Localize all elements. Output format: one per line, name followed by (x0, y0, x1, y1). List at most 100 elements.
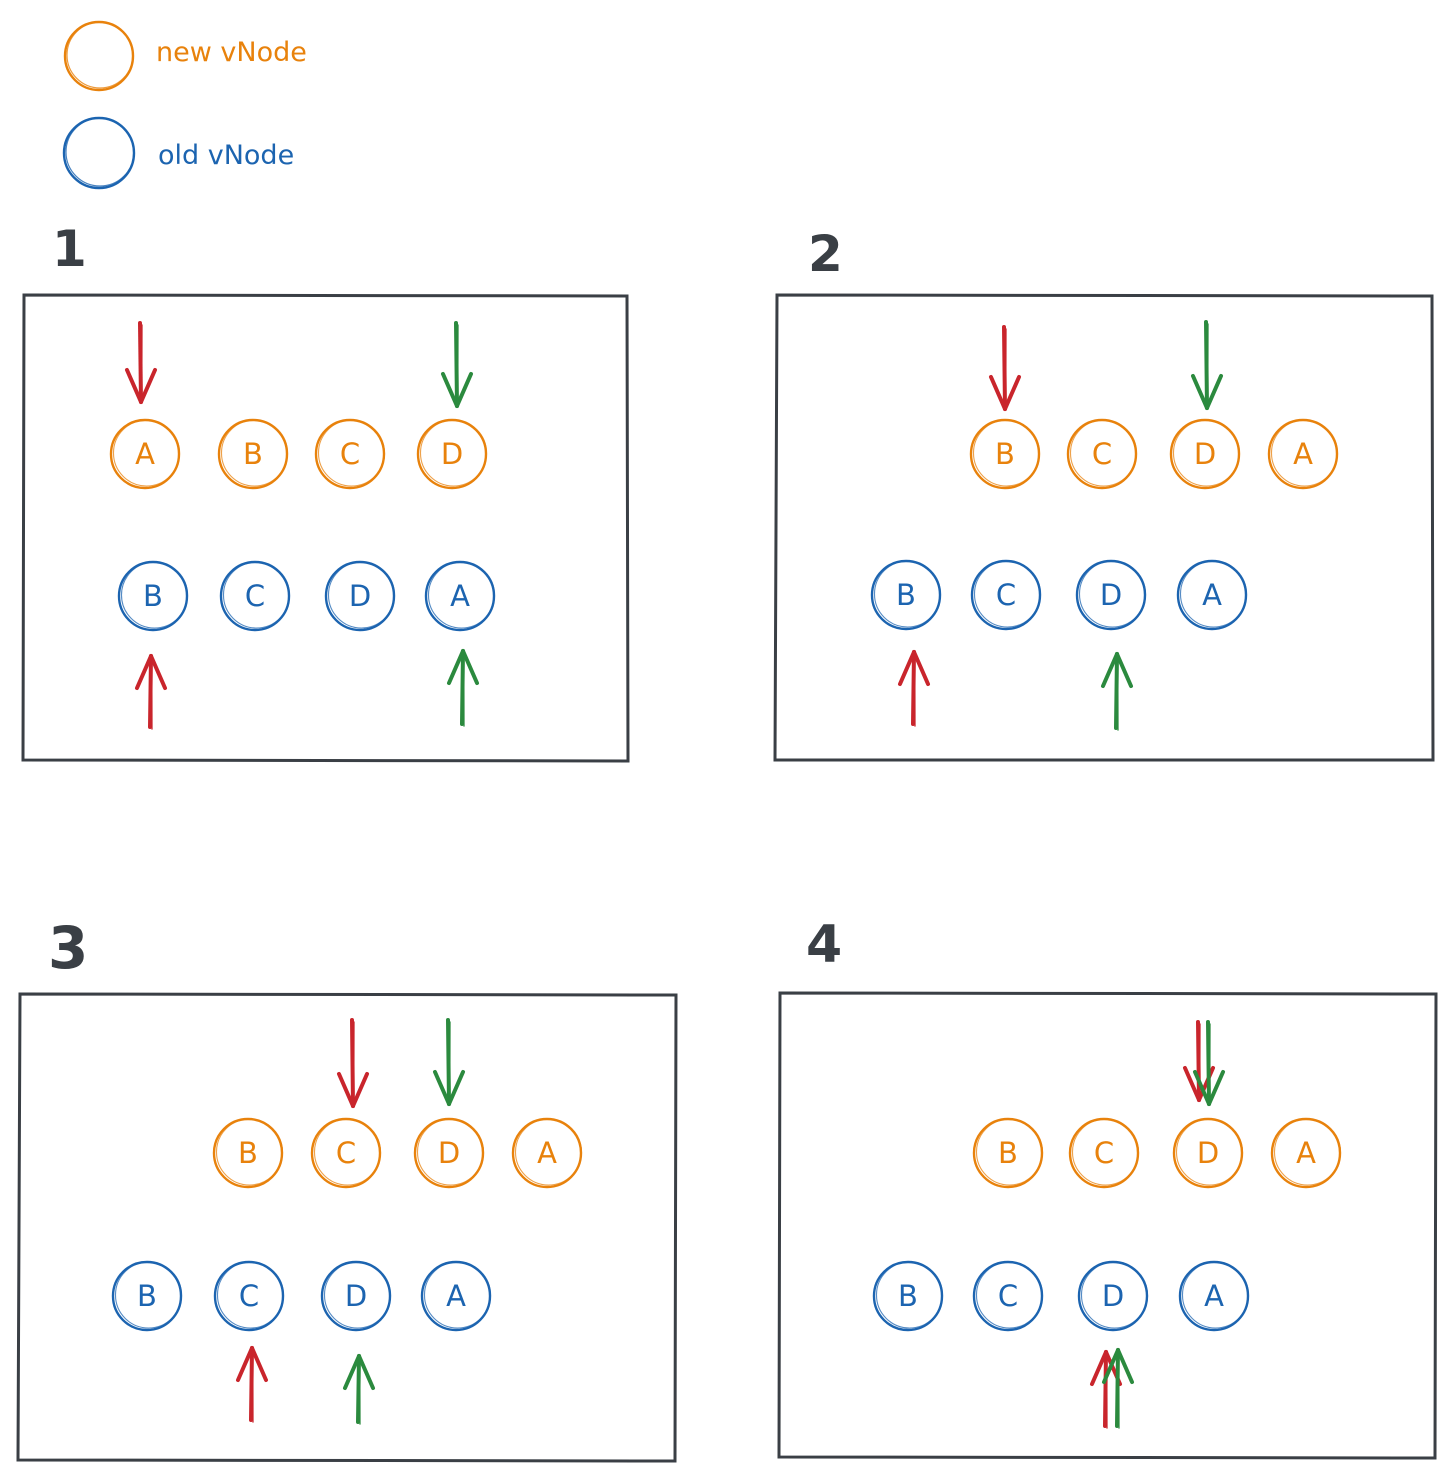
new-vnode: A (1267, 418, 1339, 490)
new-vnode: D (1169, 418, 1241, 490)
panel-4: 4 B C D A B C D A (777, 915, 1438, 1460)
end-pointer-arrow (447, 649, 479, 727)
panel-number: 2 (808, 225, 843, 283)
old-vnode-label: D (345, 1279, 367, 1313)
new-vnode-label: A (1296, 1136, 1316, 1170)
new-vnode: C (1066, 418, 1138, 490)
old-vnode: A (1178, 1260, 1250, 1332)
new-vnode-label: A (135, 437, 155, 471)
old-vnode: A (424, 560, 496, 632)
end-pointer-arrow (1193, 1020, 1225, 1106)
old-vnode: B (117, 560, 189, 632)
pointer-arrows (1090, 1020, 1225, 1429)
old-vnode-label: C (996, 578, 1016, 612)
panel-frame (16, 992, 678, 1463)
panel-1: 1 A B C D B C D A (21, 220, 630, 763)
new-vnode-label: C (1094, 1136, 1114, 1170)
pointer-arrows (898, 320, 1223, 731)
new-vnode-label: B (238, 1136, 258, 1170)
panel-number: 4 (806, 915, 842, 975)
old-vnode-label: D (1102, 1279, 1124, 1313)
panel-frame (777, 991, 1438, 1460)
new-vnode-label: D (1194, 437, 1216, 471)
start-pointer-arrow (125, 321, 157, 404)
old-vnode-label: C (245, 579, 265, 613)
start-pointer-arrow (135, 654, 167, 730)
panel-2: 2 B C D A B C D A (773, 225, 1435, 762)
old-vnode: C (970, 559, 1042, 631)
new-vnode-label: B (995, 437, 1015, 471)
end-pointer-arrow (433, 1018, 465, 1106)
end-pointer-arrow (1101, 652, 1133, 731)
old-vnode: C (213, 1260, 285, 1332)
panel-number: 1 (52, 220, 87, 278)
old-vnode-label: B (137, 1279, 157, 1313)
start-pointer-arrow (898, 650, 930, 727)
old-vnode-label: B (143, 579, 163, 613)
new-vnode: A (1270, 1117, 1342, 1189)
new-vnode-label: C (340, 437, 360, 471)
old-vnode: D (1075, 559, 1147, 631)
new-vnode-label: D (1197, 1136, 1219, 1170)
panel-frame (21, 293, 630, 763)
old-vnode: D (324, 560, 396, 632)
new-vnode: D (416, 418, 488, 490)
old-vnode-label: A (450, 579, 470, 613)
end-pointer-arrow (1191, 320, 1223, 410)
legend-new-label: new vNode (156, 37, 307, 68)
legend-old-label: old vNode (158, 140, 294, 171)
new-vnode-label: A (1293, 437, 1313, 471)
new-vnode-label: B (998, 1136, 1018, 1170)
new-vnode: D (1172, 1117, 1244, 1189)
new-vnode-label: D (438, 1136, 460, 1170)
new-vnode-label: D (441, 437, 463, 471)
end-pointer-arrow (441, 321, 473, 408)
pointer-arrows (125, 321, 479, 730)
old-vnode: B (111, 1260, 183, 1332)
old-vnode: A (1176, 559, 1248, 631)
new-vnode: C (310, 1117, 382, 1189)
legend: new vNode old vNode (62, 20, 307, 190)
old-vnode-label: D (1100, 578, 1122, 612)
end-pointer-arrow (1102, 1348, 1134, 1429)
new-vnode: A (511, 1117, 583, 1189)
old-vnode-label: D (349, 579, 371, 613)
legend-new-circle (63, 20, 135, 92)
new-vnode-label: C (1092, 437, 1112, 471)
new-vnode: B (217, 418, 289, 490)
new-vnode: B (212, 1117, 284, 1189)
new-vnode: B (972, 1117, 1044, 1189)
old-vnode: B (870, 559, 942, 631)
start-pointer-arrow (236, 1346, 268, 1423)
old-vnode: D (1077, 1260, 1149, 1332)
old-vnode-label: B (898, 1279, 918, 1313)
new-vnode: C (314, 418, 386, 490)
old-vnode-label: C (239, 1279, 259, 1313)
new-vnode-label: B (243, 437, 263, 471)
old-vnode: C (219, 560, 291, 632)
new-vnode: C (1068, 1117, 1140, 1189)
new-vnode-label: A (537, 1136, 557, 1170)
old-vnode: A (420, 1260, 492, 1332)
new-vnode: D (413, 1117, 485, 1189)
old-vnode: B (872, 1260, 944, 1332)
new-vnode: B (969, 418, 1041, 490)
old-vnode-label: A (446, 1279, 466, 1313)
old-vnode-label: C (998, 1279, 1018, 1313)
panel-frame (773, 293, 1435, 762)
panel-number: 3 (48, 914, 88, 982)
start-pointer-arrow (989, 325, 1021, 411)
legend-old-circle (62, 116, 136, 190)
old-vnode: C (972, 1260, 1044, 1332)
pointer-arrows (236, 1018, 465, 1425)
panel-3: 3 B C D A B C D A (16, 914, 678, 1463)
old-vnode-label: A (1202, 578, 1222, 612)
new-vnode-label: C (336, 1136, 356, 1170)
